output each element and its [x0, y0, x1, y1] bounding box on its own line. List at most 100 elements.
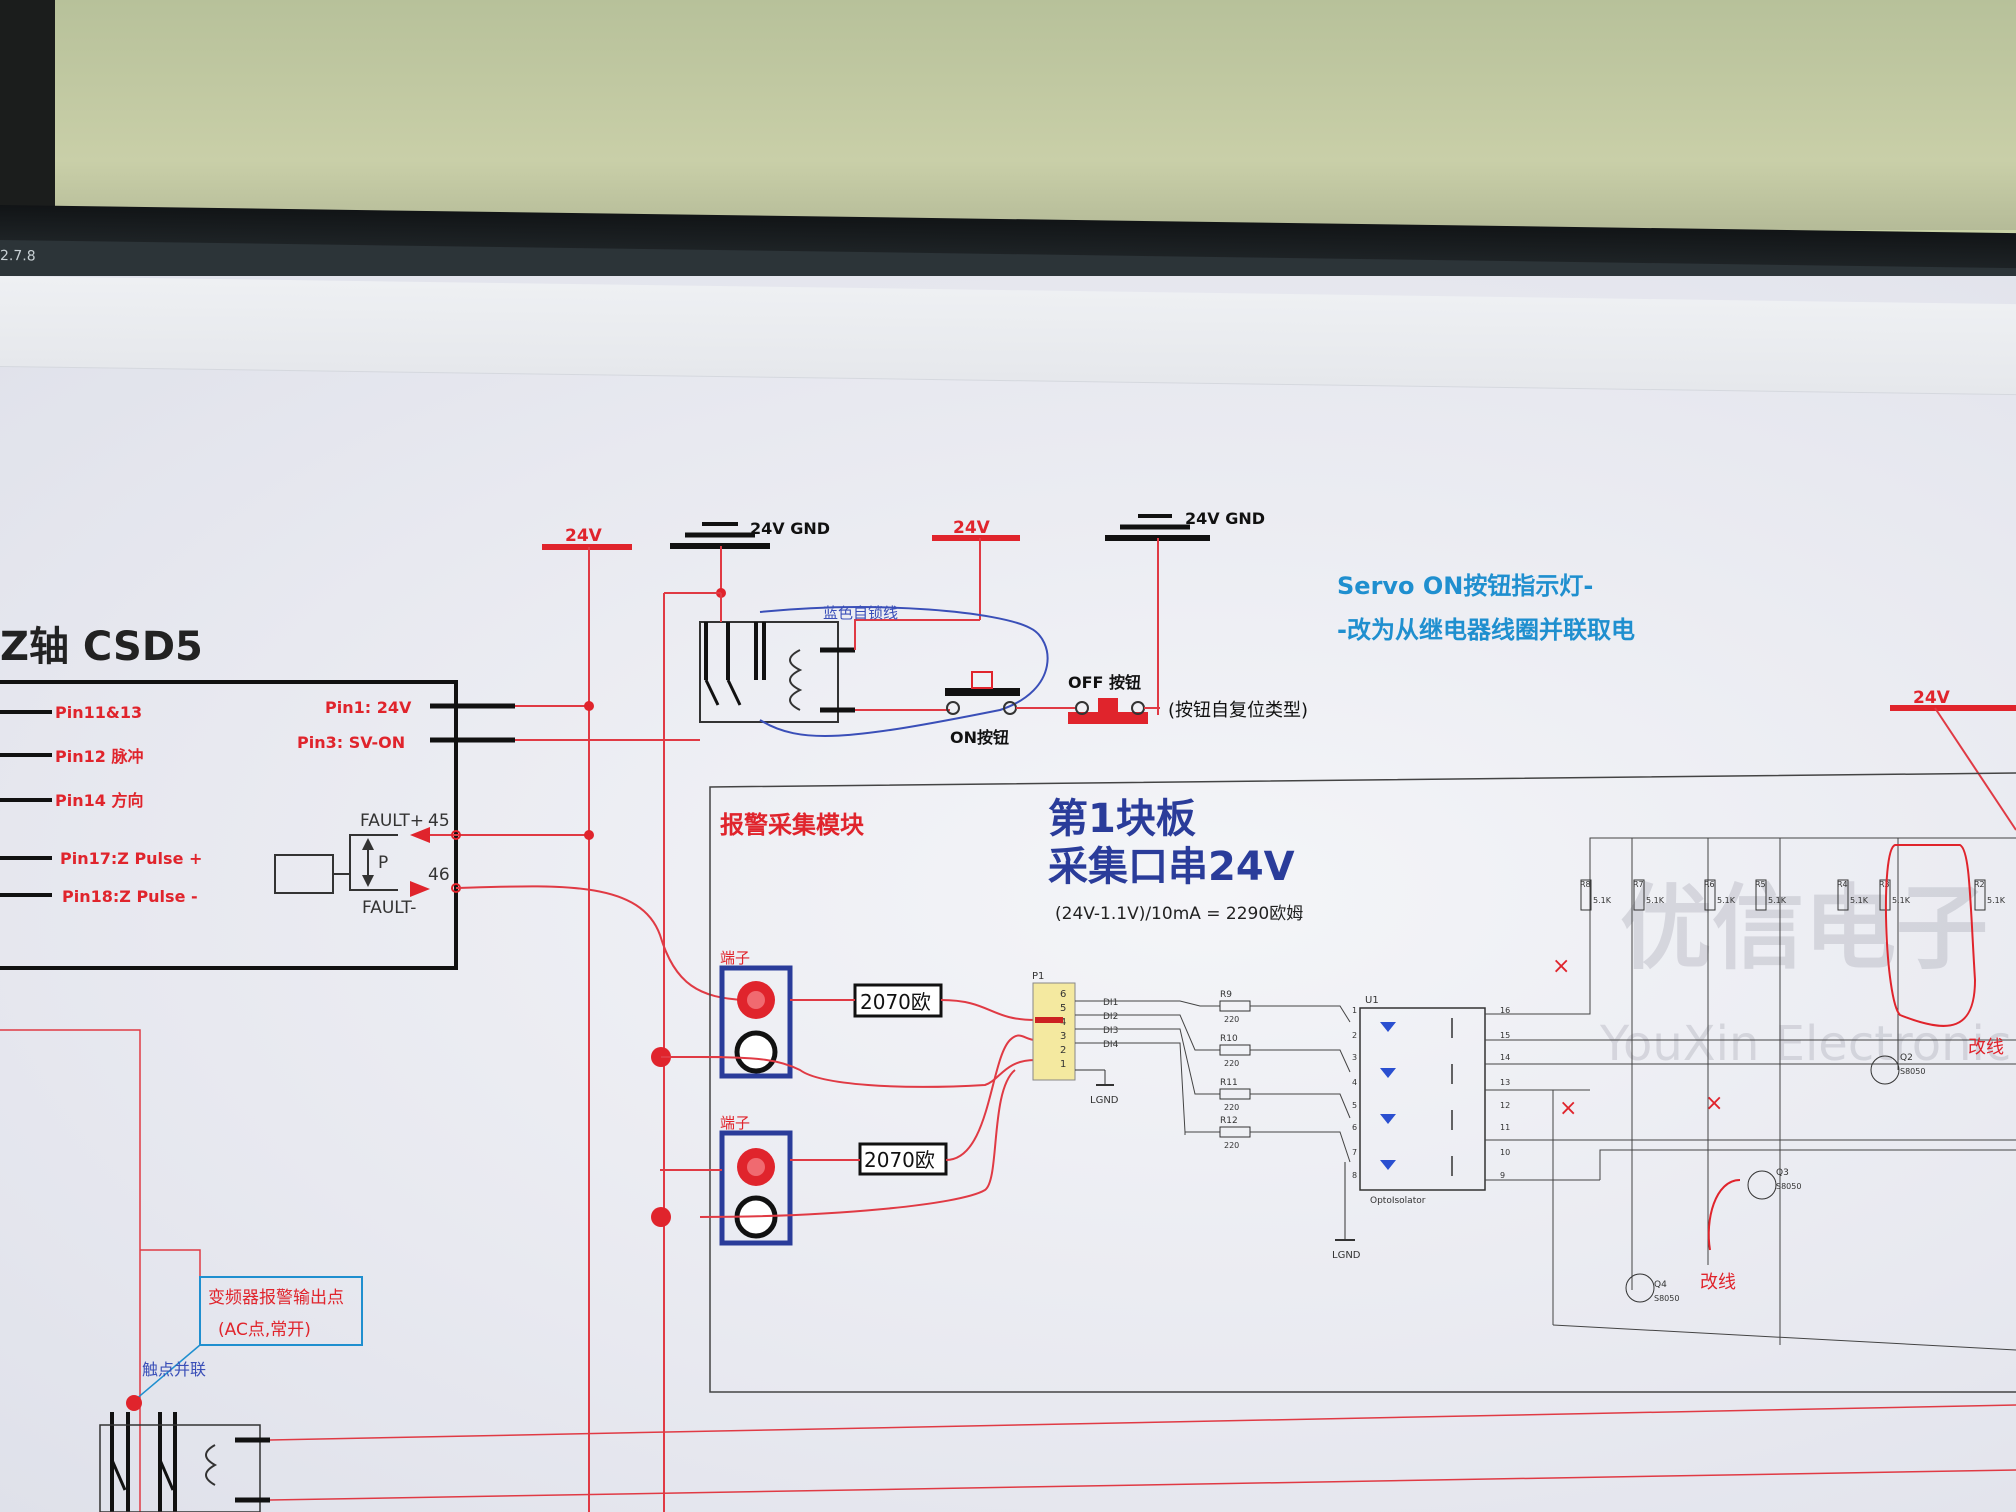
q2-type: S8050 [1900, 1067, 1925, 1076]
fault-minus-label: FAULT- [362, 898, 416, 918]
inverter-section[interactable]: 变频器报警输出点 (AC点,常开) 触点并联 [0, 1029, 2016, 1512]
r7-value: 5.1K [1646, 896, 1665, 905]
label-gnd-mid: 24V GND [1185, 509, 1265, 528]
alarm-module[interactable]: 报警采集模块 第1块板 采集口串24V (24V-1.1V)/10mA = 22… [709, 772, 2016, 1393]
din-1: DI1 [1103, 998, 1118, 1008]
r7-label: R7 [1633, 880, 1644, 889]
input-resistors: R9 R10 R11 R12 220 220 220 220 [1219, 990, 1251, 1150]
on-button[interactable]: ON按钮 [945, 671, 1020, 747]
mod-label-right: 改线 [1968, 1037, 2004, 1058]
resistor-to-opto [1250, 1005, 1351, 1163]
pin-1: Pin1: 24V [325, 698, 412, 717]
connector-p1[interactable]: P1 6 5 4 3 2 1 DI1 DI2 DI3 DI4 LGND [1032, 971, 1119, 1106]
r5-value: 5.1K [1768, 896, 1787, 905]
r8-value: 5.1K [1593, 896, 1612, 905]
u1-pin-16: 16 [1500, 1006, 1510, 1015]
u1-pin-6: 6 [1352, 1123, 1357, 1132]
u1-name: OptoIsolator [1370, 1196, 1426, 1206]
board-line-2: 采集口串24V [1048, 844, 1295, 890]
r3-label: R3 [1879, 880, 1890, 889]
u1-pin-10: 10 [1500, 1148, 1510, 1157]
adjacent-monitor [0, 0, 55, 230]
r5-label: R5 [1755, 880, 1766, 889]
transistor-q2: Q2 S8050 [1870, 1053, 1925, 1085]
din-4: DI4 [1103, 1040, 1119, 1050]
off-button-label: OFF 按钮 [1068, 673, 1141, 692]
r2-label: R2 [1974, 880, 1985, 889]
pin-17: Pin17:Z Pulse + [60, 849, 202, 868]
q4-type: S8050 [1654, 1294, 1679, 1303]
board-line-1: 第1块板 [1048, 796, 1196, 842]
conn-pin-1: 1 [1060, 1059, 1066, 1070]
resistor-2070-a[interactable]: 2070欧 [853, 983, 943, 1018]
pin-11-13: Pin11&13 [55, 703, 142, 722]
pin-45-label: 45 [428, 811, 450, 831]
power-24v-left: 24V [542, 526, 632, 1512]
din-3: DI3 [1103, 1026, 1118, 1036]
servo-note: Servo ON按钮指示灯- -改为从继电器线圈并联取电 [1337, 572, 1635, 644]
inverter-label-2: (AC点,常开) [218, 1320, 311, 1340]
u1-pin-12: 12 [1500, 1101, 1510, 1110]
driver-csd5[interactable]: Z轴 CSD5 Pin11&13 Pin12 脉冲 Pin14 方向 Pin17… [0, 624, 746, 1001]
mark-x-2: × [1559, 1096, 1577, 1121]
r10-value: 220 [1224, 1059, 1239, 1068]
u1-pin-8: 8 [1352, 1171, 1357, 1180]
on-button-label: ON按钮 [950, 728, 1009, 747]
conn-pin-3: 3 [1060, 1031, 1066, 1042]
parallel-label: 触点并联 [142, 1360, 206, 1379]
terminal-2-label: 端子 [720, 1114, 750, 1132]
power-gnd-mid: 24V GND [1105, 509, 1265, 715]
resistor-2070-a-value: 2070欧 [860, 990, 931, 1014]
mod-label-bottom: 改线 [1700, 1272, 1736, 1293]
canvas-area[interactable] [0, 276, 2016, 1512]
u1-pin-11: 11 [1500, 1123, 1510, 1132]
u1-pin-5: 5 [1352, 1101, 1357, 1110]
pin-46-label: 46 [428, 865, 450, 885]
module-title: 报警采集模块 [720, 811, 864, 839]
connector-ref: P1 [1032, 971, 1044, 982]
q3-ref: Q3 [1776, 1168, 1789, 1178]
resistor-2070-b[interactable]: 2070欧 [858, 1142, 948, 1176]
pin-14: Pin14 方向 [55, 791, 143, 810]
conn-pin-6: 6 [1060, 989, 1066, 1000]
u1-pin-1: 1 [1352, 1006, 1357, 1015]
label-24v-left: 24V [565, 526, 603, 546]
note-line-1: Servo ON按钮指示灯- [1337, 572, 1593, 600]
power-24v-mid: 24V [932, 518, 1020, 620]
off-button[interactable]: OFF 按钮 (按钮自复位类型) [1068, 673, 1308, 724]
r2-value: 5.1K [1987, 896, 2006, 905]
watermark-cn: 优信电子 [1620, 875, 1988, 982]
u1-pin-2: 2 [1352, 1031, 1357, 1040]
r9-value: 220 [1224, 1015, 1239, 1024]
watermark: 优信电子 YouXin Electronic [1599, 875, 2011, 1072]
label-24v-right: 24V [1913, 688, 1951, 708]
pin-3: Pin3: SV-ON [297, 733, 405, 752]
pin-12: Pin12 脉冲 [55, 747, 143, 766]
inverter-label-1: 变频器报警输出点 [208, 1288, 344, 1308]
r6-value: 5.1K [1717, 896, 1736, 905]
conn-pin-4: 4 [1060, 1017, 1066, 1028]
q4-ref: Q4 [1654, 1280, 1667, 1290]
r6-label: R6 [1704, 880, 1715, 889]
background-wall [0, 0, 2016, 230]
optoisolator-u1[interactable]: U1 OptoIsolator 1 2 3 4 5 6 7 8 16 15 14… [1352, 995, 1510, 1206]
r11-value: 220 [1224, 1103, 1239, 1112]
transistor-q3: Q3 S8050 [1747, 1168, 1801, 1200]
terminal-2[interactable]: 端子 [719, 1114, 793, 1246]
terminal-1[interactable]: 端子 [719, 949, 793, 1079]
u1-pin-14: 14 [1500, 1053, 1510, 1062]
q3-type: S8050 [1776, 1182, 1801, 1191]
u1-pin-7: 7 [1352, 1148, 1357, 1157]
transistor-q4: Q4 S8050 [1625, 1273, 1679, 1303]
q2-ref: Q2 [1900, 1053, 1913, 1063]
note-line-2: -改为从继电器线圈并联取电 [1337, 616, 1635, 644]
resistor-2070-b-value: 2070欧 [864, 1148, 935, 1172]
din-2: DI2 [1103, 1012, 1118, 1022]
conn-pin-5: 5 [1060, 1003, 1066, 1014]
conn-pin-2: 2 [1060, 1045, 1066, 1056]
self-lock-wire-label: 蓝色自锁线 [823, 604, 898, 622]
u1-pin-3: 3 [1352, 1053, 1357, 1062]
driver-title: Z轴 CSD5 [0, 624, 203, 670]
label-24v-mid: 24V [953, 518, 991, 538]
